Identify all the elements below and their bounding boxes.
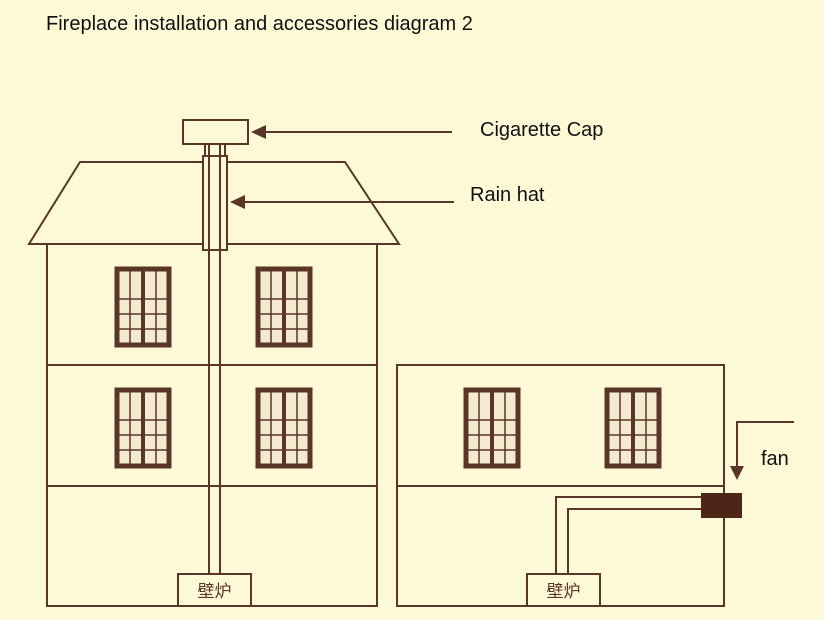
cigarette-cap	[182, 119, 249, 145]
window-main-top-right	[258, 269, 310, 345]
window-main-mid-right	[258, 390, 310, 466]
cigarette-cap-label: Cigarette Cap	[480, 119, 604, 141]
annex-duct-inner	[567, 508, 701, 574]
cap-arrow-head	[251, 125, 266, 139]
window-annex-right	[607, 390, 659, 466]
fireplace-main	[177, 573, 252, 607]
main-house-body	[46, 243, 378, 607]
window-annex-left	[466, 390, 518, 466]
fireplace-annex	[526, 573, 601, 607]
rain-hat-label: Rain hat	[470, 184, 545, 206]
window-main-top-left	[117, 269, 169, 345]
rain-arrow-head	[230, 195, 245, 209]
fan-arrow-line	[736, 421, 794, 468]
fan-arrow-head	[730, 466, 744, 480]
fireplace-annex-label: 壁炉	[547, 582, 581, 602]
window-main-mid-left	[117, 390, 169, 466]
rain-hat	[202, 155, 228, 251]
fan-label: fan	[761, 448, 789, 470]
annex-duct-outer	[555, 496, 701, 574]
fan-box	[701, 493, 742, 518]
page-title: Fireplace installation and accessories d…	[46, 13, 473, 35]
fireplace-main-label: 壁炉	[198, 582, 232, 602]
